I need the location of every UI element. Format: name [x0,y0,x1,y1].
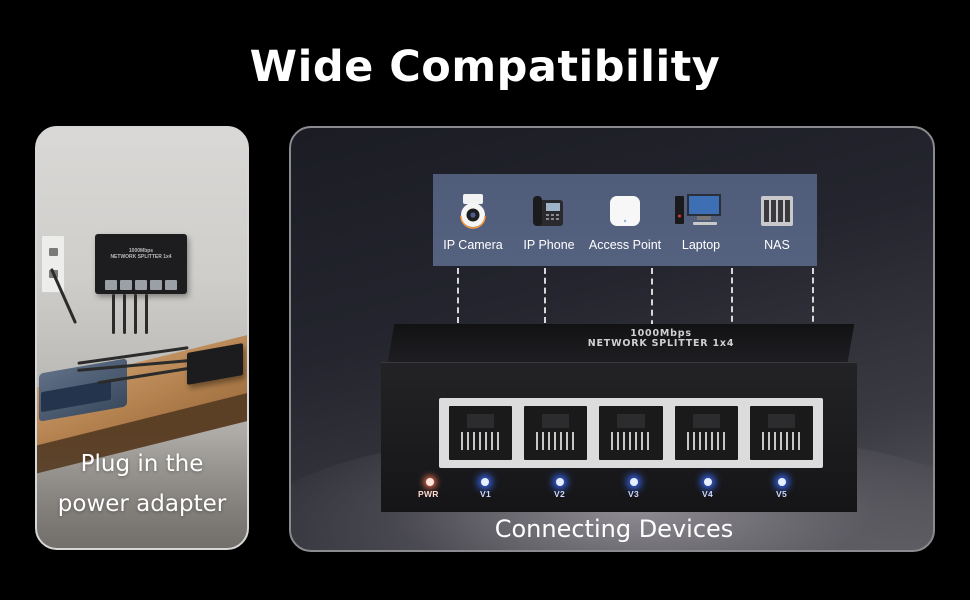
cable [145,294,148,334]
connector-line [731,268,733,360]
splitter-label-line2: NETWORK SPLITTER 1x4 [587,338,735,349]
power-led [426,478,434,486]
cable [123,294,126,334]
ethernet-port [674,406,738,460]
device-label: Laptop [681,238,721,252]
wall-outlet [41,235,65,293]
nas-icon [761,196,793,226]
ethernet-port [449,406,513,460]
ip-phone-icon [533,196,563,226]
device-nas: NAS [739,192,815,252]
led-label-v1: V1 [480,489,491,499]
wall-splitter-label-line2: NETWORK SPLITTER 1x4 [110,254,172,260]
left-caption-line1: Plug in the [80,451,204,477]
led-label-v5: V5 [776,489,787,499]
connector-line [812,268,814,360]
device-label: NAS [764,238,790,252]
left-caption-line2: power adapter [57,491,227,517]
device-access-point: Access Point [587,192,663,252]
ethernet-port-strip [439,398,823,468]
led-label-v4: V4 [702,489,713,499]
wall-splitter-ports [105,280,177,290]
led-label-pwr: PWR [418,489,439,499]
splitter-label: 1000Mbps NETWORK SPLITTER 1x4 [531,329,791,349]
device-label: Access Point [588,238,662,252]
port-led-v2 [556,478,564,486]
connector-line [457,268,459,372]
ethernet-port [749,406,814,460]
port-led-v5 [778,478,786,486]
laptop-icon [675,194,721,225]
device-ip-camera: IP Camera [435,192,511,252]
left-caption: Plug in the power adapter [37,444,247,524]
port-led-v4 [704,478,712,486]
device-label: IP Camera [443,238,503,252]
cable [134,294,137,334]
room-shadow [37,434,247,548]
splitter-label-line1: 1000Mbps [630,328,692,339]
wall-splitter-label-line1: 1000Mbps [128,248,154,254]
connector-line [651,268,653,368]
led-label-v2: V2 [554,489,565,499]
device-label: IP Phone [523,238,575,252]
connector-line [544,268,546,372]
port-led-v3 [630,478,638,486]
led-label-v3: V3 [628,489,639,499]
connecting-devices-card: IP Camera IP Phone Access Point [289,126,935,552]
ip-camera-icon [460,194,486,229]
ethernet-port [599,406,663,460]
port-led-v1 [481,478,489,486]
device-panel: IP Camera IP Phone Access Point [433,174,817,266]
access-point-icon [610,196,640,226]
right-caption: Connecting Devices [494,515,734,543]
wall-splitter-label: 1000Mbps NETWORK SPLITTER 1x4 [95,248,187,260]
wall-mounted-splitter: 1000Mbps NETWORK SPLITTER 1x4 [95,234,187,294]
power-adapter-card: 1000Mbps NETWORK SPLITTER 1x4 Plug in th… [35,126,249,550]
cable [112,294,115,334]
device-laptop: Laptop [663,192,739,252]
page-title: Wide Compatibility [249,42,721,92]
ethernet-port [524,406,588,460]
device-ip-phone: IP Phone [511,192,587,252]
